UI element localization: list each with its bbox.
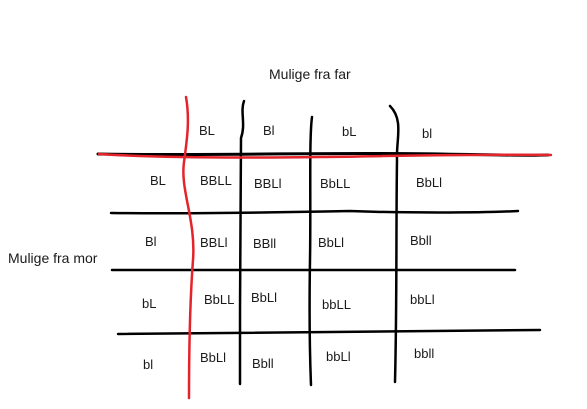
cell-r2-c4: Bbll bbox=[410, 233, 432, 248]
cell-r1-c4: BbLl bbox=[416, 175, 443, 190]
cell-r3-c2: BbLl bbox=[251, 290, 278, 305]
cell-r3-c1: BbLL bbox=[204, 292, 235, 307]
father-gamete-3: bL bbox=[342, 124, 357, 139]
cell-r2-c1: BBLl bbox=[200, 235, 228, 250]
row-divider-1 bbox=[109, 209, 520, 215]
cell-r1-c3: BbLL bbox=[320, 176, 351, 191]
cell-r4-c2: Bbll bbox=[252, 356, 274, 371]
col-divider-1 bbox=[238, 99, 246, 386]
father-gamete-4: bl bbox=[422, 126, 433, 141]
cell-r4-c4: bbll bbox=[414, 346, 435, 361]
col-divider-2 bbox=[308, 115, 314, 387]
red-horizontal-line bbox=[97, 152, 553, 159]
father-gamete-2: Bl bbox=[263, 123, 275, 138]
cell-r4-c3: bbLl bbox=[326, 349, 351, 364]
father-gamete-1: BL bbox=[199, 123, 215, 138]
row-divider-3 bbox=[116, 328, 542, 336]
mother-gamete-1: BL bbox=[150, 173, 166, 188]
cell-r1-c2: BBLl bbox=[254, 176, 282, 191]
cell-r1-c1: BBLL bbox=[200, 173, 232, 188]
cell-r3-c3: bbLL bbox=[322, 297, 351, 312]
cell-r2-c2: BBll bbox=[253, 236, 277, 251]
father-title: Mulige fra far bbox=[269, 66, 351, 82]
mother-title: Mulige fra mor bbox=[8, 250, 98, 266]
cell-r4-c1: BbLl bbox=[200, 350, 227, 365]
mother-gamete-2: Bl bbox=[145, 234, 157, 249]
cell-r3-c4: bbLl bbox=[410, 292, 435, 307]
col-divider-3 bbox=[388, 104, 400, 384]
red-vertical-line bbox=[182, 95, 195, 400]
row-divider-2 bbox=[110, 268, 517, 272]
mother-gamete-4: bl bbox=[143, 357, 154, 372]
cell-r2-c3: BbLl bbox=[318, 235, 345, 250]
mother-gamete-3: bL bbox=[142, 296, 157, 311]
